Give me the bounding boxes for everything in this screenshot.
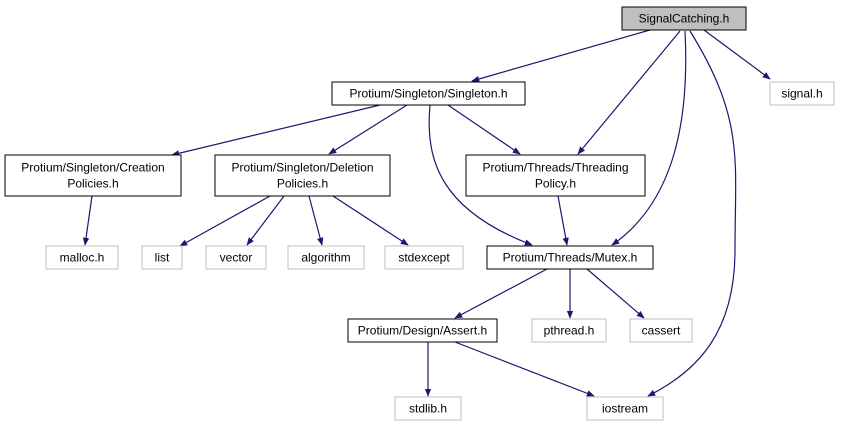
node-box bbox=[4, 154, 182, 197]
node-label: Policies.h bbox=[67, 177, 118, 191]
node-box bbox=[486, 245, 654, 270]
node-box bbox=[331, 81, 526, 106]
node-label: list bbox=[155, 251, 170, 265]
node-label: Protium/Design/Assert.h bbox=[358, 324, 487, 338]
node-label: stdlib.h bbox=[409, 402, 447, 416]
edge-creation-to-malloc bbox=[82, 195, 93, 246]
edge-singleton-to-deletion bbox=[328, 104, 408, 155]
node-signal: signal.h bbox=[769, 81, 835, 106]
edge-singleton-to-creation bbox=[171, 104, 381, 157]
edge-root-to-singleton bbox=[471, 29, 651, 83]
edge-singleton-to-mutex bbox=[428, 104, 533, 246]
node-box bbox=[214, 154, 391, 197]
node-label: vector bbox=[220, 251, 253, 265]
node-box bbox=[629, 318, 693, 343]
node-mutex[interactable]: Protium/Threads/Mutex.h bbox=[486, 245, 654, 270]
edge-root-to-iostream bbox=[647, 30, 737, 397]
node-box bbox=[394, 396, 462, 421]
edges-layer bbox=[82, 29, 771, 397]
node-label: Policies.h bbox=[277, 177, 328, 191]
node-box bbox=[45, 245, 119, 270]
node-box bbox=[769, 81, 835, 106]
node-box bbox=[586, 396, 664, 421]
node-label: Protium/Singleton/Singleton.h bbox=[349, 87, 507, 101]
node-label: Protium/Threads/Mutex.h bbox=[503, 251, 638, 265]
edge-root-to-signal bbox=[703, 29, 771, 80]
node-iostream: iostream bbox=[586, 396, 664, 421]
node-label: signal.h bbox=[781, 87, 822, 101]
node-label: stdexcept bbox=[398, 251, 450, 265]
node-label: Policy.h bbox=[535, 177, 576, 191]
node-box bbox=[384, 245, 464, 270]
node-box bbox=[531, 318, 607, 343]
edge-deletion-to-stdexcept bbox=[332, 195, 409, 246]
node-label: Protium/Singleton/Creation bbox=[21, 161, 164, 175]
edge-singleton-to-threading bbox=[447, 104, 521, 155]
edge-deletion-to-algorithm bbox=[308, 195, 324, 246]
node-malloc: malloc.h bbox=[45, 245, 119, 270]
edge-root-to-mutex bbox=[611, 30, 687, 246]
node-label: pthread.h bbox=[544, 324, 595, 338]
node-stdexcept: stdexcept bbox=[384, 245, 464, 270]
node-label: iostream bbox=[602, 402, 648, 416]
node-vector: vector bbox=[205, 245, 267, 270]
node-singleton[interactable]: Protium/Singleton/Singleton.h bbox=[331, 81, 526, 106]
edge-mutex-to-cassert bbox=[586, 268, 645, 319]
node-algorithm: algorithm bbox=[287, 245, 365, 270]
node-label: SignalCatching.h bbox=[639, 12, 730, 26]
node-assert[interactable]: Protium/Design/Assert.h bbox=[347, 318, 498, 343]
node-pthread: pthread.h bbox=[531, 318, 607, 343]
edge-assert-to-iostream bbox=[454, 341, 595, 397]
node-label: malloc.h bbox=[60, 251, 105, 265]
node-root[interactable]: SignalCatching.h bbox=[621, 6, 747, 31]
node-box bbox=[205, 245, 267, 270]
edge-mutex-to-assert bbox=[454, 268, 548, 319]
node-box bbox=[141, 245, 183, 270]
node-list: list bbox=[141, 245, 183, 270]
node-box bbox=[465, 154, 646, 197]
node-label: Protium/Singleton/Deletion bbox=[231, 161, 373, 175]
node-cassert: cassert bbox=[629, 318, 693, 343]
edge-deletion-to-list bbox=[179, 195, 271, 247]
edge-root-to-threading bbox=[577, 30, 681, 155]
node-box bbox=[621, 6, 747, 31]
node-label: cassert bbox=[642, 324, 681, 338]
nodes-layer: SignalCatching.hProtium/Singleton/Single… bbox=[4, 6, 835, 421]
node-label: Protium/Threads/Threading bbox=[482, 161, 628, 175]
edge-deletion-to-vector bbox=[246, 195, 285, 246]
node-box bbox=[287, 245, 365, 270]
node-label: algorithm bbox=[301, 251, 350, 265]
edge-threading-to-mutex bbox=[557, 195, 569, 246]
node-stdlib: stdlib.h bbox=[394, 396, 462, 421]
node-box bbox=[347, 318, 498, 343]
